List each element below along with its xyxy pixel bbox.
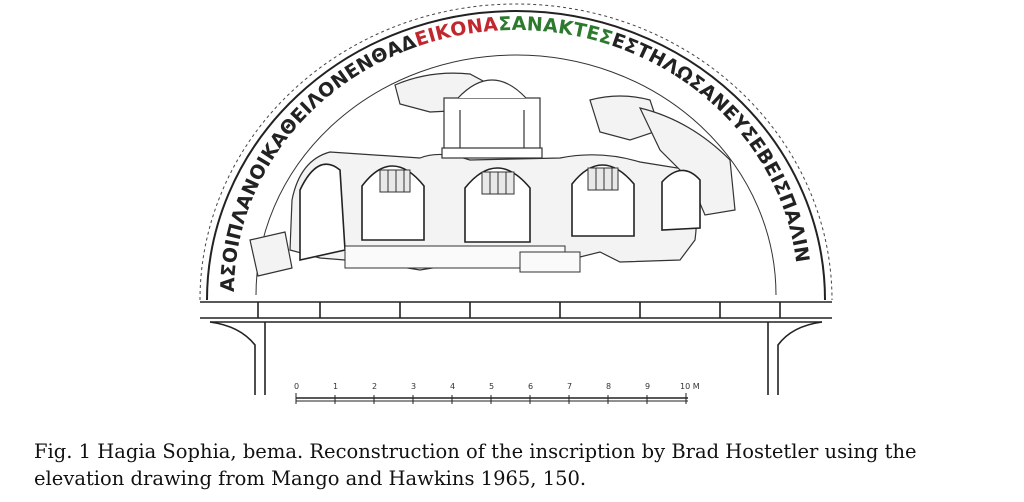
- scale-label: 9: [645, 382, 650, 391]
- elevation-drawing: ΑΣΟΙΠΛΑΝΟΙΚΑΘΕΙΛΟΝΕΝΘΑΔΕΙΚΟΝΑΣΑΝΑΚΤΕΣΕΣΤ…: [199, 3, 833, 404]
- scale-label: 7: [567, 382, 572, 391]
- cornice: [200, 301, 832, 323]
- figure-caption: Fig. 1 Hagia Sophia, bema. Reconstructio…: [34, 438, 1009, 492]
- scale-label: 2: [372, 382, 377, 391]
- piers: [209, 321, 823, 395]
- scale-label: 0: [294, 382, 299, 391]
- inscription-part2-red: ΕΙΚΟΝΑ: [412, 13, 499, 51]
- caption-line-1: Fig. 1 Hagia Sophia, bema. Reconstructio…: [34, 440, 917, 463]
- window-grilles: [379, 167, 619, 195]
- scale-label: 10 M: [680, 382, 700, 391]
- scale-label: 6: [528, 382, 533, 391]
- scale-bar: [295, 393, 688, 404]
- scale-label: 5: [489, 382, 494, 391]
- outer-arch: [206, 10, 826, 301]
- central-building: [441, 79, 543, 159]
- scale-label: 4: [450, 382, 455, 391]
- scale-label: 1: [333, 382, 338, 391]
- caption-line-2: elevation drawing from Mango and Hawkins…: [34, 467, 587, 490]
- outer-arch-dashed: [199, 3, 833, 301]
- inscription-part3-green: ΣΑΝΑΚΤΕΣ: [498, 13, 615, 50]
- scale-labels: 0 1 2 3 4 5 6 7 8 9 10 M: [294, 382, 700, 391]
- scale-label: 8: [606, 382, 611, 391]
- scale-label: 3: [411, 382, 416, 391]
- lower-band: [344, 245, 581, 273]
- inner-arch: [255, 54, 777, 296]
